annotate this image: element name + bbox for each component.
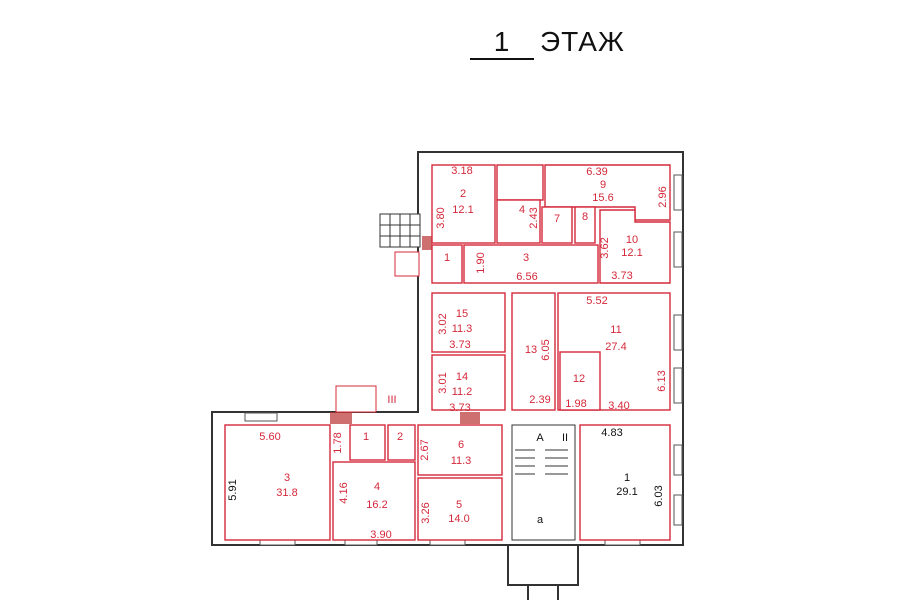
plan-label: 12 (573, 373, 585, 385)
plan-label: 15 (456, 308, 468, 320)
plan-label: 6 (458, 439, 464, 451)
plan-label: 8 (582, 211, 588, 223)
plan-label: 2 (460, 188, 466, 200)
plan-label: 7 (554, 213, 560, 225)
plan-label: 11.3 (452, 323, 473, 335)
plan-label: 27.4 (605, 341, 626, 353)
plan-label: 10 (626, 234, 638, 246)
plan-label: 4 (374, 481, 380, 493)
plan-label: II (562, 432, 568, 444)
plan-label: 11.2 (452, 386, 473, 398)
plan-label: 3.40 (608, 400, 629, 412)
plan-label: 3.73 (449, 339, 470, 351)
plan-label: 3.02 (437, 313, 449, 334)
plan-label: 16.2 (366, 499, 387, 511)
plan-label: 2.39 (529, 394, 550, 406)
plan-label: 11.3 (451, 455, 472, 467)
plan-label: A (536, 432, 544, 444)
plan-label: 5 (456, 499, 462, 511)
plan-label: 6.56 (516, 271, 537, 283)
plan-label: 3.01 (437, 372, 449, 393)
plan-label: 3 (284, 472, 290, 484)
plan-label: 3.73 (611, 270, 632, 282)
plan-label: 1 (624, 472, 630, 484)
plan-label: 2.43 (528, 207, 540, 228)
plan-label: 6.13 (656, 370, 668, 391)
top-labels: 3.18 3.80 2 12.1 4 2.43 7 8 6.39 915.6 2.9… (435, 165, 669, 283)
plan-label: 6.39 (586, 166, 607, 178)
plan-label: 11 (610, 324, 621, 336)
plan-label: 9 (600, 179, 606, 191)
plan-label: 1.98 (565, 398, 586, 410)
plan-label: а (537, 514, 544, 526)
outer-walls (211, 151, 684, 600)
floor-label: ЭТАЖ (540, 26, 625, 57)
plan-label: 1.90 (475, 252, 487, 273)
middle-labels: 15 11.3 3.02 3.73 13 6.05 5.52 11 27.4 3.0… (437, 295, 668, 414)
plan-label: 4.83 (601, 427, 622, 439)
plan-label: 12.1 (621, 247, 642, 259)
plan-label: 5.52 (586, 295, 607, 307)
plan-label: 2.67 (419, 439, 431, 460)
plan-label: 29.1 (616, 486, 637, 498)
plan-label: 31.8 (276, 487, 297, 499)
plan-label: 13 (525, 344, 537, 356)
plan-label: 5.60 (259, 431, 280, 443)
plan-label: 5.91 (227, 479, 239, 500)
plan-label: III (387, 394, 396, 406)
plan-label: 6.03 (653, 485, 665, 506)
plan-label: 3 (523, 252, 529, 264)
plan-label: 12.1 (452, 204, 473, 216)
entrance-stairs (330, 213, 480, 424)
plan-label: 3.80 (435, 207, 447, 228)
plan-label: 1 (444, 252, 450, 264)
floor-number: 1 (470, 26, 534, 60)
plan-label: 3.62 (599, 237, 611, 258)
plan-label: 4 (519, 204, 525, 216)
plan-label: 4.16 (338, 482, 350, 503)
plan-label: 14.0 (448, 513, 469, 525)
plan-label: 3.18 (451, 165, 472, 177)
plan-label: 3.26 (420, 502, 432, 523)
plan-label: 3.90 (370, 529, 391, 541)
rooms (224, 164, 671, 541)
plan-label: 15.6 (592, 192, 613, 204)
plan-label: 2 (397, 431, 403, 443)
plan-label: 14 (456, 371, 468, 383)
plan-label: 1 (363, 431, 369, 443)
plan-label: 6.05 (540, 339, 552, 360)
plan-label: 1.78 (332, 432, 344, 453)
plan-label: 2.96 (657, 186, 669, 207)
plan-label: 3.73 (449, 402, 470, 414)
